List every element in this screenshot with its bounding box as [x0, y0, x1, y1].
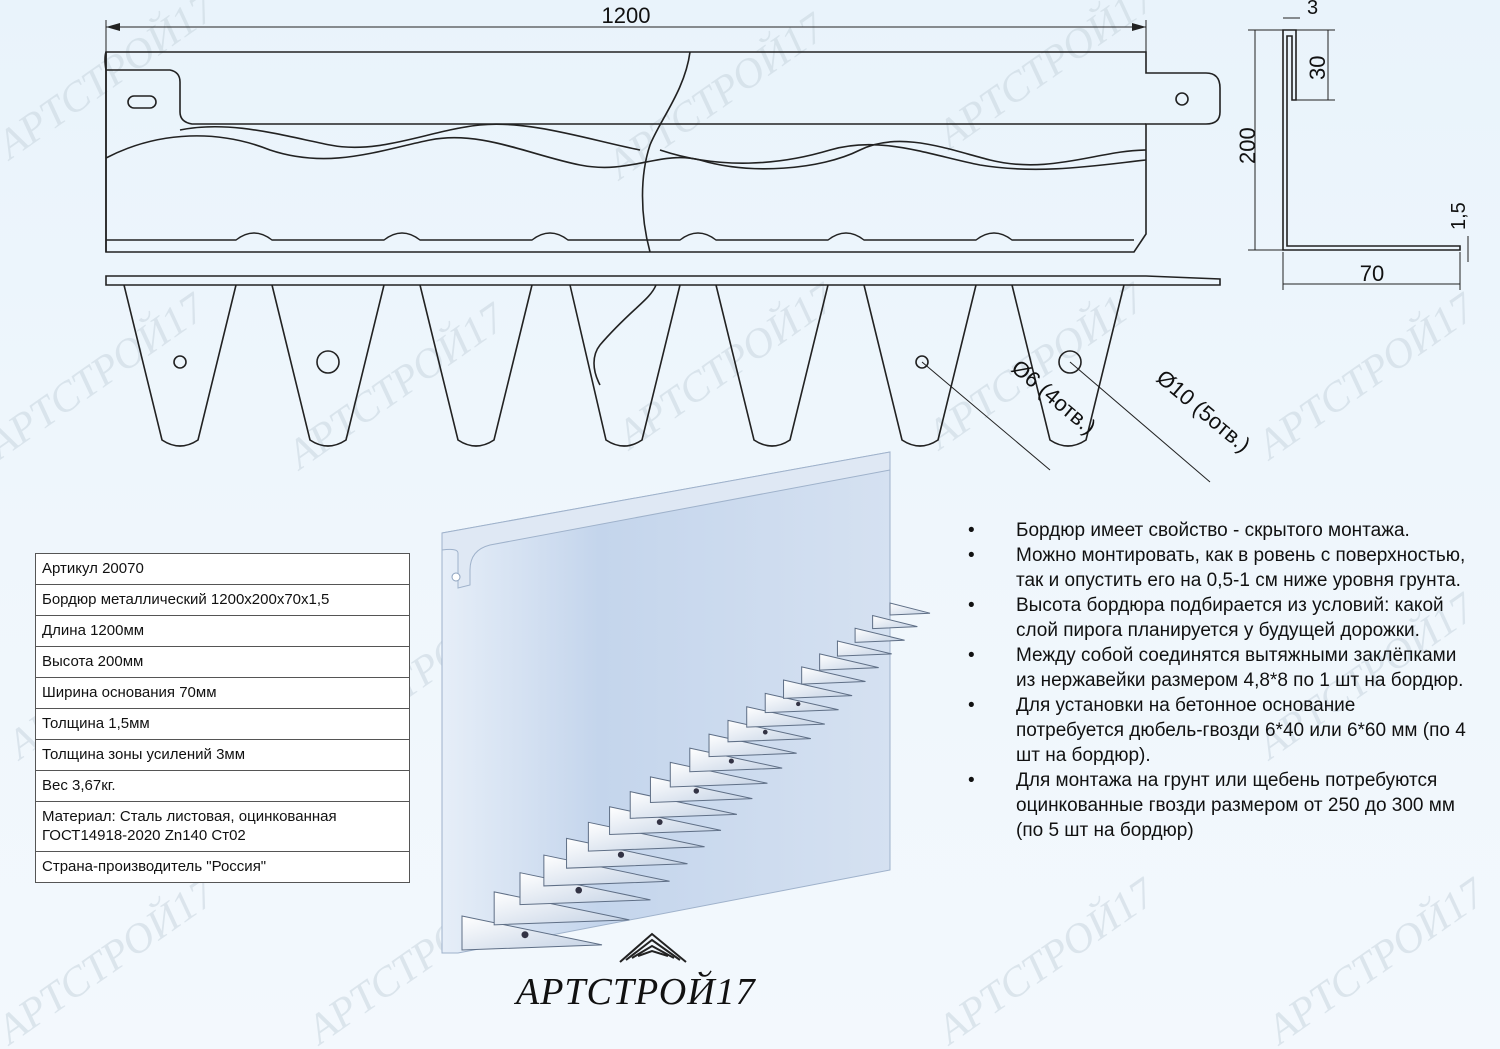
svg-text:АРТСТРОЙ17: АРТСТРОЙ17 [0, 868, 225, 1049]
note-text: Для монтажа на грунт или щебень потребую… [1016, 770, 1455, 841]
render-spike-hole [728, 758, 734, 764]
dim-thickness-top: 3 [1307, 0, 1318, 19]
note-text: Между собой соединятся вытяжными заклёпк… [1016, 645, 1464, 691]
product-render [441, 451, 931, 954]
svg-text:АРТСТРОЙ17: АРТСТРОЙ17 [926, 868, 1165, 1049]
spec-cell: Материал: Сталь листовая, оцинкованная Г… [35, 801, 410, 852]
svg-text:АРТСТРОЙ17: АРТСТРОЙ17 [926, 0, 1165, 160]
spec-cell: Длина 1200мм [35, 615, 410, 647]
note-item: • Высота бордюра подбирается из условий: … [966, 593, 1466, 643]
spec-cell: Ширина основания 70мм [35, 677, 410, 709]
spec-cell: Толщина зоны усилений 3мм [35, 739, 410, 771]
svg-text:АРТСТРОЙ17: АРТСТРОЙ17 [1256, 868, 1495, 1049]
spec-cell: Бордюр металлический 1200х200х70х1,5 [35, 584, 410, 616]
note-text: Для установки на бетонное основание потр… [1016, 695, 1466, 766]
bullet-icon: • [968, 695, 975, 716]
note-item: • Можно монтировать, как в ровень с повер… [966, 543, 1466, 593]
bullet-icon: • [968, 770, 975, 791]
dim-hole-large: Ø10 (5отв.) [1152, 365, 1256, 458]
spec-row: Артикул 20070 [35, 553, 410, 585]
spec-row: Высота 200мм [35, 646, 410, 678]
dim-height: 200 [1235, 127, 1260, 164]
render-spikes [461, 602, 931, 951]
spec-row: Толщина зоны усилений 3мм [35, 739, 410, 771]
dim-base-width: 70 [1360, 261, 1384, 286]
render-spike-hole [656, 819, 663, 825]
svg-text:АРТСТРОЙ17: АРТСТРОЙ17 [276, 293, 515, 480]
render-spike-hole [693, 788, 700, 794]
render-spike [819, 653, 879, 671]
svg-text:АРТСТРОЙ17: АРТСТРОЙ17 [606, 273, 845, 460]
spec-cell: Высота 200мм [35, 646, 410, 678]
note-text: Высота бордюра подбирается из условий: к… [1016, 595, 1444, 641]
note-item: • Для установки на бетонное основание пот… [966, 693, 1466, 768]
spec-cell: Артикул 20070 [35, 553, 410, 585]
spec-row: Ширина основания 70мм [35, 677, 410, 709]
spec-cell: Вес 3,67кг. [35, 770, 410, 802]
dim-length: 1200 [602, 3, 651, 28]
render-spike-hole [521, 931, 529, 939]
render-spike [889, 602, 931, 616]
dim-top-lip: 30 [1305, 56, 1330, 80]
render-spike-hole [796, 701, 801, 707]
render-spike [836, 640, 892, 657]
render-spike [783, 679, 853, 699]
spec-row: Длина 1200мм [35, 615, 410, 647]
brand-name: АРТСТРОЙ17 [516, 971, 756, 1013]
bullet-icon: • [968, 595, 975, 616]
spec-row: Толщина 1,5мм [35, 708, 410, 740]
spec-row: Страна-производитель "Россия" [35, 851, 410, 883]
render-spike [854, 627, 905, 643]
notes-list: • Бордюр имеет свойство - скрытого монтаж… [966, 518, 1466, 843]
spec-row: Материал: Сталь листовая, оцинкованная Г… [35, 801, 410, 852]
render-spike-hole [762, 729, 768, 735]
brand-logo-icon [619, 932, 687, 963]
spec-row: Бордюр металлический 1200х200х70х1,5 [35, 584, 410, 616]
dim-sheet-thickness: 1,5 [1448, 202, 1470, 230]
svg-text:АРТСТРОЙ17: АРТСТРОЙ17 [1246, 283, 1485, 470]
render-spike-hole [617, 851, 625, 858]
render-spike-hole [575, 886, 583, 894]
spec-cell: Толщина 1,5мм [35, 708, 410, 740]
note-item: • Между собой соединятся вытяжными заклёп… [966, 643, 1466, 693]
svg-text:АРТСТРОЙ17: АРТСТРОЙ17 [0, 283, 215, 470]
flat-blank-drawing [104, 20, 1221, 483]
note-item: • Для монтажа на грунт или щебень потребу… [966, 768, 1466, 843]
bullet-icon: • [968, 545, 975, 566]
bullet-icon: • [968, 645, 975, 666]
spec-row: Вес 3,67кг. [35, 770, 410, 802]
note-item: • Бордюр имеет свойство - скрытого монтаж… [966, 518, 1466, 543]
profile-drawing [1248, 17, 1469, 290]
bullet-icon: • [968, 520, 975, 541]
note-text: Бордюр имеет свойство - скрытого монтажа… [1016, 520, 1410, 541]
render-spike [801, 666, 866, 685]
render-spike [872, 614, 918, 630]
note-text: Можно монтировать, как в ровень с поверх… [1016, 545, 1466, 591]
spec-cell: Страна-производитель "Россия" [35, 851, 410, 883]
